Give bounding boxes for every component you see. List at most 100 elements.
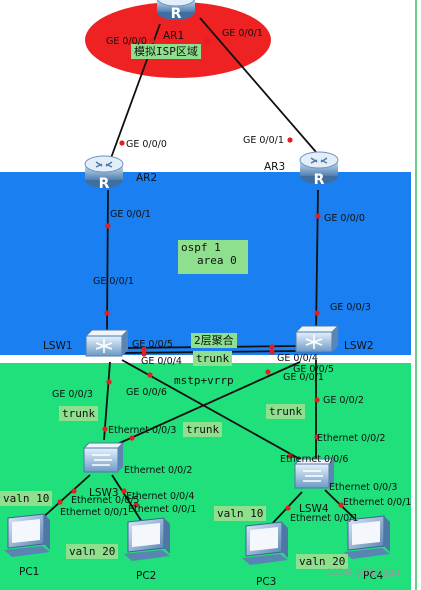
port-dot	[141, 351, 147, 357]
port-dot	[105, 223, 111, 229]
ospf-line-1: ospf 1	[181, 241, 221, 254]
device-label-pc4: PC4	[363, 570, 384, 582]
port-label: GE 0/0/2	[323, 395, 364, 406]
device-label-lsw3: LSW3	[89, 487, 119, 499]
pc-icon[interactable]	[344, 515, 390, 559]
pc-icon[interactable]	[4, 513, 50, 557]
pc-icon[interactable]	[242, 521, 288, 565]
port-label: GE 0/0/0	[126, 139, 167, 150]
link-lsw3-pc2	[111, 474, 143, 523]
port-label: GE 0/0/1	[93, 276, 134, 287]
aggregation-label: 2层聚合	[191, 333, 237, 348]
pc-icon[interactable]	[124, 517, 170, 561]
router-icon[interactable]: R	[299, 151, 339, 188]
link-lsw3-pc1	[39, 474, 91, 521]
port-dot	[71, 488, 77, 494]
port-label: GE 0/0/5	[293, 364, 334, 375]
device-label-pc1: PC1	[19, 566, 40, 578]
port-dot	[314, 397, 320, 403]
port-dot	[314, 310, 320, 316]
port-dots	[57, 38, 344, 511]
port-label: Ethernet 0/0/1	[128, 504, 197, 515]
port-label: Ethernet 0/0/2	[317, 433, 386, 444]
port-dot	[269, 344, 275, 350]
port-label: Ethernet 0/0/3	[329, 482, 398, 493]
port-label: Ethernet 0/0/1	[60, 507, 129, 518]
router-icon[interactable]: R	[157, 0, 195, 22]
port-label: GE 0/0/1	[283, 372, 324, 383]
port-dot	[338, 502, 344, 508]
port-label: Ethernet 0/0/2	[124, 465, 193, 476]
port-label: GE 0/0/4	[277, 353, 318, 364]
port-dot	[287, 453, 293, 459]
svg-text:R: R	[314, 172, 325, 188]
port-dot	[106, 379, 112, 385]
l3-switch-icon[interactable]	[294, 325, 340, 353]
mstp-vrrp-label: mstp+vrrp	[174, 374, 234, 387]
port-label: GE 0/0/0	[106, 36, 147, 47]
port-label: GE 0/0/0	[324, 213, 365, 224]
trunk-label-lsw1: trunk	[59, 406, 99, 421]
port-dot	[104, 310, 110, 316]
port-dot	[147, 372, 153, 378]
ospf-line-2: area 0	[197, 254, 237, 267]
device-label-lsw1: LSW1	[43, 340, 73, 352]
port-label: GE 0/0/3	[330, 302, 371, 313]
device-label-ar3: AR3	[264, 161, 286, 173]
isp-zone	[85, 2, 271, 78]
port-label: GE 0/0/4	[141, 356, 182, 367]
l2-switch-icon[interactable]	[82, 442, 125, 473]
trunk-label-core: trunk	[193, 351, 233, 366]
port-dot	[287, 137, 293, 143]
vlan-label-pc2: valn 20	[66, 544, 119, 559]
port-dot	[129, 435, 135, 441]
trunk-label-lsw2: trunk	[266, 404, 306, 419]
port-dot	[265, 369, 271, 375]
port-dot	[285, 505, 291, 511]
port-label: GE 0/0/1	[222, 28, 263, 39]
device-label-lsw2: LSW2	[344, 340, 374, 352]
port-dot	[133, 502, 139, 508]
port-dot	[149, 38, 155, 44]
port-dot	[57, 499, 63, 505]
link-lsw1-lsw4	[121, 359, 306, 463]
vlan-label-pc3: valn 10	[214, 506, 267, 521]
device-label-ar2: AR2	[136, 172, 158, 184]
device-label-lsw4: LSW4	[299, 503, 329, 515]
port-label: Ethernet 0/0/5	[71, 495, 140, 506]
device-label-ar1: AR1	[163, 30, 185, 42]
ospf-label: ospf 1 area 0	[178, 240, 248, 274]
watermark: CSDN @Tianggu	[326, 568, 400, 578]
device-label-pc2: PC2	[136, 570, 157, 582]
links	[39, 17, 357, 527]
svg-text:R: R	[171, 6, 182, 22]
router-icon[interactable]: R	[84, 155, 124, 192]
port-label: Ethernet 0/0/3	[108, 425, 177, 436]
port-label: Ethernet 0/0/1	[290, 513, 359, 524]
port-label: Ethernet 0/0/4	[126, 491, 195, 502]
vlan-label-pc4: valn 20	[296, 554, 349, 569]
port-dot	[315, 213, 321, 219]
port-dot	[314, 434, 320, 440]
l2-switch-icon[interactable]	[293, 458, 336, 489]
vlan-label-pc1: valn 10	[0, 491, 53, 506]
port-dot	[102, 426, 108, 432]
isp-zone-label: 模拟ISP区域	[131, 44, 201, 59]
port-label: GE 0/0/6	[126, 387, 167, 398]
device-label-pc3: PC3	[256, 576, 277, 588]
l3-switch-icon[interactable]	[84, 329, 130, 357]
port-dot	[204, 38, 210, 44]
port-label: GE 0/0/1	[110, 209, 151, 220]
port-label: GE 0/0/3	[52, 389, 93, 400]
port-label: Ethernet 0/0/1	[343, 497, 412, 508]
port-label: GE 0/0/5	[132, 339, 173, 350]
link-ar2-lsw1	[106, 189, 109, 333]
port-dot	[121, 488, 127, 494]
port-label: Ethernet 0/0/6	[280, 454, 349, 465]
link-lsw2-lsw3	[112, 361, 301, 447]
svg-text:R: R	[99, 176, 110, 192]
port-dot	[141, 346, 147, 352]
port-dot	[119, 140, 125, 146]
